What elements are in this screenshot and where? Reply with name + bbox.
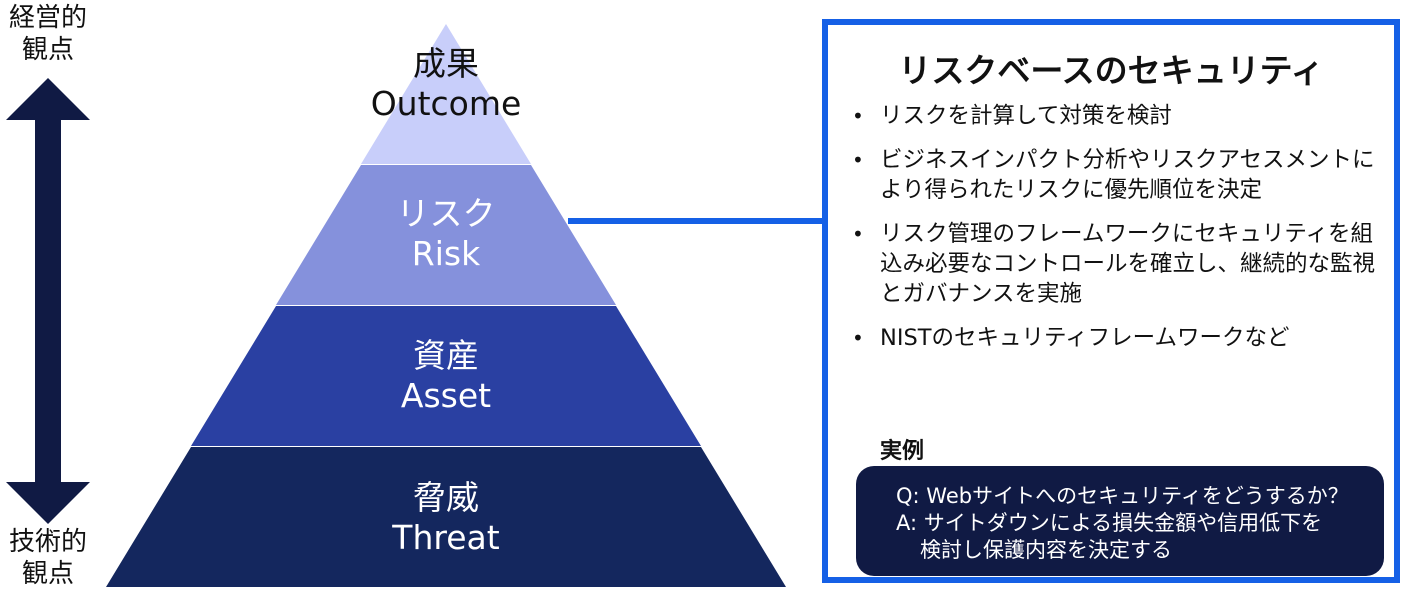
- axis-label-technical: 技術的 観点: [0, 526, 96, 590]
- pyramid-label-risk-en: Risk: [411, 234, 481, 273]
- pyramid-label-threat: 脅威 Threat: [296, 478, 596, 558]
- arrow-down-head: [6, 482, 90, 524]
- bullet-item: NISTのセキュリティフレームワークなど: [850, 323, 1380, 353]
- pyramid-label-threat-en: Threat: [392, 518, 500, 557]
- pyramid-tier-threat: [106, 447, 786, 587]
- pyramid-label-outcome-jp: 成果: [413, 44, 479, 83]
- pyramid-label-risk: リスク Risk: [296, 194, 596, 274]
- example-label: 実例: [880, 439, 925, 464]
- pyramid-label-asset: 資産 Asset: [296, 336, 596, 416]
- pyramid-label-asset-jp: 資産: [413, 336, 479, 375]
- bullet-item: ビジネスインパクト分析やリスクアセスメントにより得られたリスクに優先順位を決定: [850, 145, 1380, 205]
- example-box: Q: Webサイトへのセキュリティをどうするか？ A: サイトダウンによる損失金…: [856, 466, 1384, 576]
- pyramid-label-threat-jp: 脅威: [413, 478, 479, 517]
- axis-label-management: 経営的 観点: [0, 2, 96, 66]
- risk-based-security-panel: リスクベースのセキュリティ リスクを計算して対策を検討 ビジネスインパクト分析や…: [822, 19, 1400, 583]
- double-arrow-icon: [6, 78, 90, 524]
- pyramid-label-asset-en: Asset: [400, 376, 492, 415]
- example-answer-line2: 検討し保護内容を決定する: [920, 538, 1172, 562]
- arrow-shaft: [35, 119, 61, 483]
- example-answer-line1: A: サイトダウンによる損失金額や信用低下を: [896, 511, 1323, 535]
- panel-title: リスクベースのセキュリティ: [898, 51, 1324, 90]
- pyramid-tier-risk: [276, 165, 616, 305]
- pyramid-label-outcome: 成果 Outcome: [296, 44, 596, 124]
- pyramid-tier-outcome: [361, 24, 531, 164]
- risk-pyramid: [106, 24, 826, 587]
- axis-label-management-line1: 経営的: [8, 3, 87, 33]
- axis-label-technical-line2: 観点: [21, 559, 74, 589]
- pyramid-label-outcome-en: Outcome: [370, 84, 522, 123]
- pyramid-label-risk-jp: リスク: [396, 194, 496, 233]
- bullet-item: リスク管理のフレームワークにセキュリティを組込み必要なコントロールを確立し、継続…: [850, 219, 1380, 309]
- arrow-up-head: [6, 78, 90, 120]
- example-question: Q: Webサイトへのセキュリティをどうするか？: [896, 484, 1349, 508]
- bullet-list: リスクを計算して対策を検討 ビジネスインパクト分析やリスクアセスメントにより得ら…: [850, 101, 1380, 367]
- pyramid-tier-asset: [191, 306, 701, 446]
- axis-label-management-line2: 観点: [21, 35, 74, 65]
- axis-label-technical-line1: 技術的: [8, 527, 87, 557]
- bullet-item: リスクを計算して対策を検討: [850, 101, 1380, 131]
